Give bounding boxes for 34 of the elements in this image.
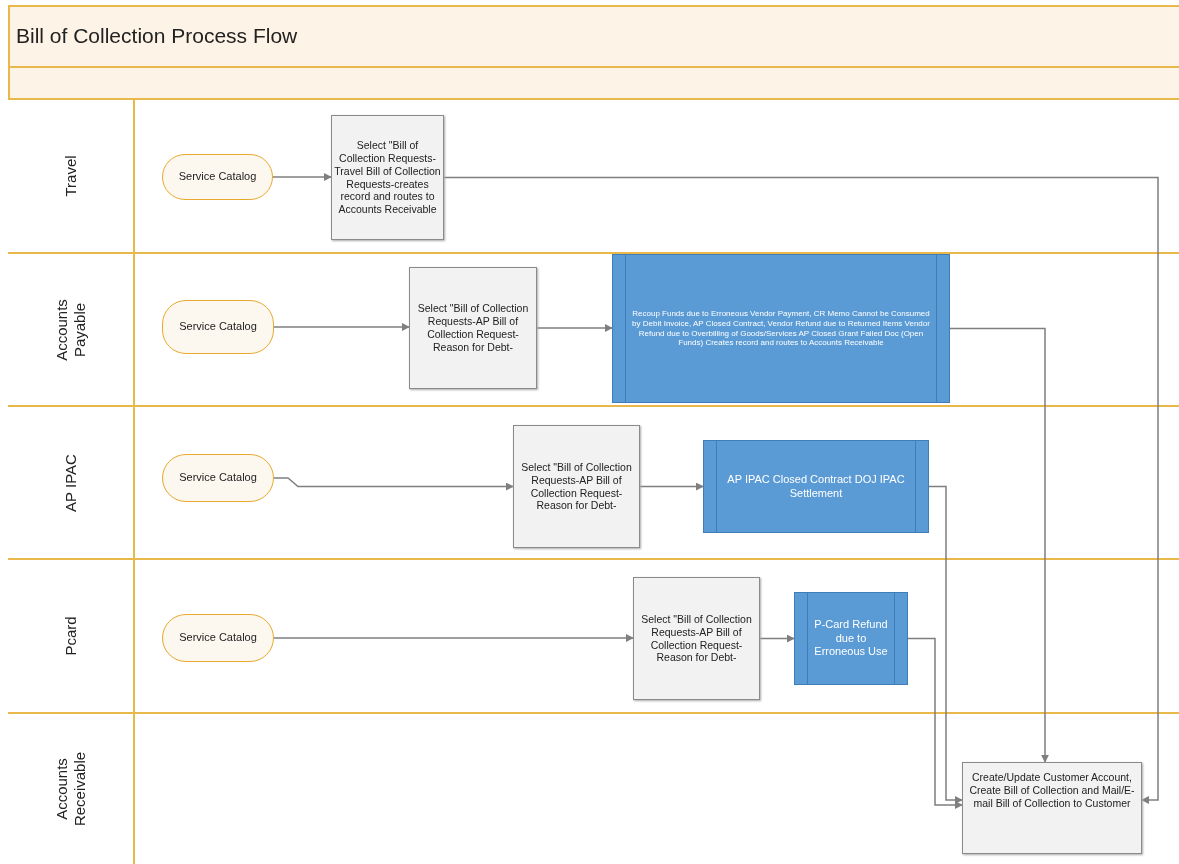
arrow	[273, 477, 514, 491]
process-box: Create/Update Customer Account, Create Bill of Collection and Mail/E-mail Bill of Collection to Customer	[962, 762, 1142, 854]
diagram-title: Bill of Collection Process Flow	[16, 24, 298, 48]
swimlane	[8, 405, 1179, 558]
process-box: Select "Bill of Collection Requests-AP Bill of Collection Request-Reason for Debt-	[513, 425, 640, 548]
arrow	[443, 176, 1159, 804]
arrow	[907, 637, 963, 809]
arrow	[273, 323, 410, 331]
start-terminal: Service Catalog	[162, 154, 273, 200]
swimlane	[8, 252, 1179, 405]
subprocess-box: P-Card Refund due to Erroneous Use	[794, 592, 908, 685]
arrow	[949, 327, 1049, 763]
arrow	[273, 634, 634, 642]
subprocess-box: AP IPAC Closed Contract DOJ IPAC Settlement	[703, 440, 929, 533]
lane-label: Travel	[61, 155, 80, 197]
arrow	[272, 173, 332, 181]
arrow	[639, 482, 704, 491]
lane-label: Accounts Payable	[52, 297, 89, 363]
arrow	[928, 485, 963, 804]
arrow	[536, 324, 613, 332]
process-box: Select "Bill of Collection Requests-Travel Bill of Collection Requests-creates record and routes to Accounts Receivable	[331, 115, 444, 240]
start-terminal: Service Catalog	[162, 300, 274, 354]
swimlane	[8, 98, 1179, 252]
subprocess-box: Recoup Funds due to Erroneous Vendor Payment, CR Memo Cannot be Consumed by Debit Invoice, AP Closed Contract, Vendor Refund due to Returned Items Vendor Refund due to Overbilling of Goods/Services AP Closed Grant Failed Doc (Open Funds) Creates record and routes to Accounts Receivable	[612, 254, 950, 403]
lane-label: AP IPAC	[61, 453, 80, 512]
arrow	[759, 634, 795, 643]
lane-label: Pcard	[61, 616, 80, 656]
swimlane	[8, 712, 1179, 864]
swimlane	[8, 558, 1179, 712]
lane-label: Accounts Receivable	[52, 750, 89, 829]
process-box: Select "Bill of Collection Requests-AP Bill of Collection Request-Reason for Debt-	[633, 577, 760, 700]
start-terminal: Service Catalog	[162, 614, 274, 662]
process-box: Select "Bill of Collection Requests-AP Bill of Collection Request-Reason for Debt-	[409, 267, 537, 389]
start-terminal: Service Catalog	[162, 454, 274, 502]
